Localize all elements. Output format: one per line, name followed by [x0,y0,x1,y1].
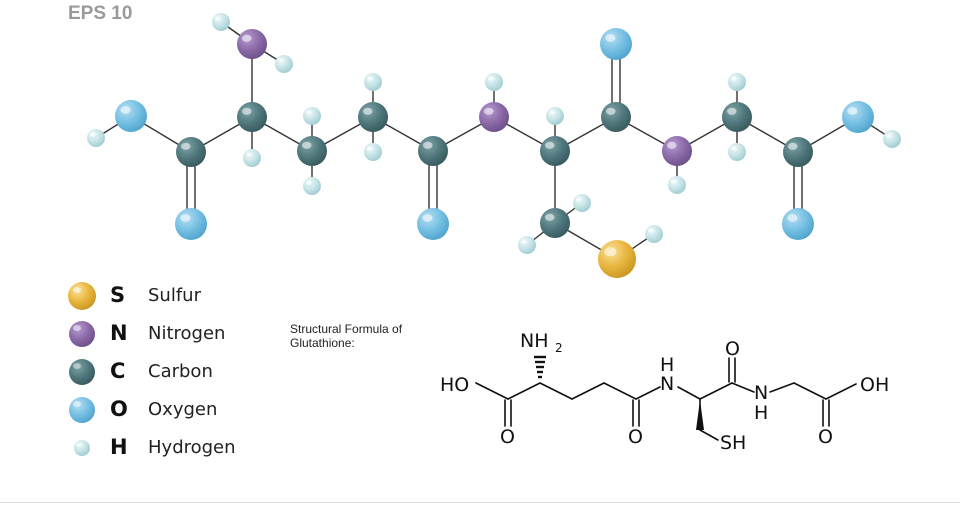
formula-label-h-amide1: H [660,354,674,376]
atom-hydrogen-h6 [303,177,321,195]
atom-hydrogen-h8 [364,143,382,161]
legend-symbol: H [110,435,128,459]
legend-item-sulfur: S Sulfur [66,280,306,312]
atom-hydrogen-h1 [87,129,105,147]
formula-label-nh: NH [520,330,549,352]
atom-hydrogen-h3 [275,55,293,73]
atom-hydrogen-h15 [728,73,746,91]
legend-label: Hydrogen [148,437,236,458]
atom-oxygen-o5 [782,208,814,240]
atom-nitrogen-n1 [237,29,267,59]
legend-symbol: S [110,283,126,307]
legend-label: Carbon [148,361,213,382]
oxygen-atom-icon [69,397,95,423]
ball-and-stick-model [87,13,901,278]
legend-symbol: N [110,321,128,345]
formula-label-nh-subscript: 2 [555,341,563,355]
atom-hydrogen-h4 [243,149,261,167]
legend-item-carbon: C Carbon [66,356,306,388]
atom-hydrogen-h17 [883,130,901,148]
atom-carbon-c1 [176,137,206,167]
atom-carbon-c6 [540,136,570,166]
atom-carbon-c5 [418,136,448,166]
atom-hydrogen-h13 [645,225,663,243]
legend-symbol: C [110,359,126,383]
legend-item-nitrogen: N Nitrogen [66,318,306,350]
atom-hydrogen-h7 [364,73,382,91]
formula-label-o-top: O [725,338,740,360]
formula-label-h-amide2: H [754,402,768,424]
formula-label-o-left: O [500,426,515,448]
atom-hydrogen-h9 [485,73,503,91]
atoms-layer [87,13,901,278]
atom-hydrogen-h16 [728,143,746,161]
sulfur-atom-icon [68,282,96,310]
formula-label-o-mid: O [628,426,643,448]
atom-oxygen-o3 [417,208,449,240]
formula-label-o-right: O [818,426,833,448]
atom-hydrogen-h11 [573,194,591,212]
legend-label: Sulfur [148,285,201,306]
legend-item-oxygen: O Oxygen [66,394,306,426]
atom-carbon-c9 [722,102,752,132]
atom-carbon-c8 [601,102,631,132]
legend-symbol: O [110,397,128,421]
atom-hydrogen-h2 [212,13,230,31]
atom-oxygen-o1 [115,100,147,132]
hydrogen-atom-icon [74,440,90,456]
legend-item-hydrogen: H Hydrogen [66,432,306,464]
formula-label-n-amide1: N [660,373,674,395]
formula-label-sh: SH [720,432,746,454]
formula-label-ho: HO [440,374,469,396]
atom-hydrogen-h12 [518,236,536,254]
formula-caption: Structural Formula of Glutathione: [290,322,403,350]
formula-label-n-amide2: N [754,382,768,404]
formula-label-oh: OH [860,374,889,396]
atom-carbon-c4 [358,102,388,132]
atom-oxygen-o2 [175,208,207,240]
atom-oxygen-o4 [600,28,632,60]
atom-nitrogen-n3 [662,136,692,166]
atom-oxygen-o6 [842,101,874,133]
atom-hydrogen-h14 [668,176,686,194]
atom-carbon-c3 [297,136,327,166]
atom-sulfur-s1 [598,240,636,278]
atom-hydrogen-h5 [303,107,321,125]
legend-label: Nitrogen [148,323,226,344]
atom-carbon-c2 [237,102,267,132]
nitrogen-atom-icon [69,321,95,347]
atom-carbon-c7 [540,208,570,238]
legend-label: Oxygen [148,399,218,420]
bottom-divider [0,502,960,503]
eps-badge: EPS 10 [68,3,133,24]
atom-hydrogen-h10 [546,107,564,125]
atom-nitrogen-n2 [479,102,509,132]
atom-carbon-c10 [783,137,813,167]
carbon-atom-icon [69,359,95,385]
